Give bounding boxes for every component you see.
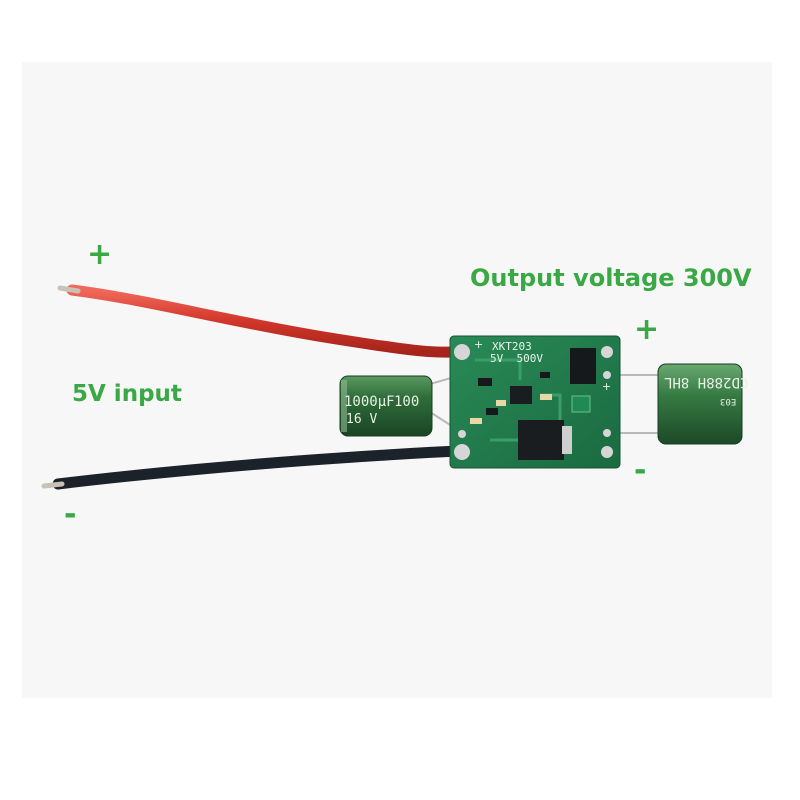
output-voltage-label: Output voltage 300V: [470, 264, 752, 292]
ic-chip: [510, 386, 532, 404]
input-voltage-label: 5V input: [72, 381, 182, 407]
red-wire: [66, 284, 468, 358]
solder-pad-out-plus: [601, 346, 613, 358]
input-capacitor-capacitance: 1000µF: [344, 394, 395, 410]
inductor-chip: [570, 348, 596, 384]
input-capacitor-series: 100: [394, 394, 420, 410]
board-model-label: XKT203: [492, 340, 532, 353]
output-capacitor-model: CD288H: [697, 374, 749, 390]
solder-pad-in-plus: [454, 344, 470, 360]
red-wire-tip: [57, 285, 81, 294]
output-capacitor-marking: CD288H 8HL: [664, 374, 748, 390]
board-silkscreen-plus: +: [474, 338, 484, 351]
black-wire-tip: [41, 481, 65, 489]
black-wire: [52, 445, 468, 490]
solder-pad-in-minus: [454, 444, 470, 460]
board-rating-label: 5V 500V: [490, 352, 543, 365]
solder-pad-out-minus: [601, 446, 613, 458]
input-minus-sign: -: [64, 497, 77, 532]
output-minus-sign: -: [634, 453, 647, 488]
input-capacitor: [339, 375, 433, 437]
output-capacitor: [657, 363, 743, 445]
output-capacitor-series: 8HL: [664, 374, 690, 390]
output-capacitor-code: E03: [720, 396, 737, 406]
input-plus-sign: +: [87, 237, 113, 272]
board-silkscreen-out-plus: +: [602, 380, 612, 393]
input-capacitor-voltage: 16 V: [346, 412, 378, 427]
mosfet-chip: [518, 420, 564, 460]
output-plus-sign: +: [634, 312, 660, 347]
